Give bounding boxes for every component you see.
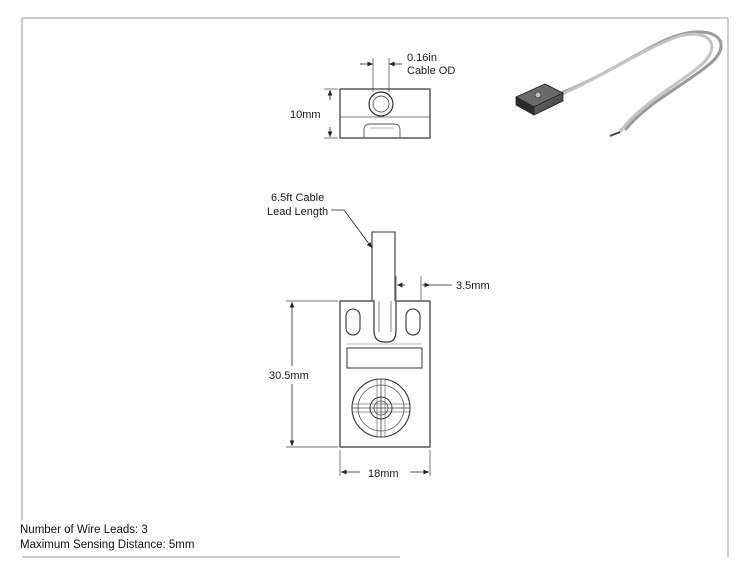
mount-hole-left	[345, 308, 361, 336]
label-window	[346, 347, 423, 369]
sensing-distance-note: Maximum Sensing Distance: 5mm	[20, 539, 195, 551]
sensor-3d-render	[515, 30, 723, 137]
front-view: 6.5ft Cable Lead Length 3.5mm 30.5mm 18m…	[267, 192, 490, 480]
wire-leads-note: Number of Wire Leads: 3	[20, 524, 148, 536]
cable-lead	[371, 231, 396, 301]
cable-lead-label-line2: Lead Length	[267, 206, 328, 218]
sheet-border	[21, 17, 729, 558]
slot-width-label: 3.5mm	[456, 280, 490, 292]
mount-hole-right	[405, 308, 421, 336]
cable-od-label-line1: 0.16in	[407, 52, 437, 64]
cable-lead-leader	[331, 209, 373, 249]
top-height-label: 10mm	[290, 109, 321, 121]
cable-inner-circle	[372, 95, 390, 113]
top-view: 0.16in Cable OD 10mm	[290, 52, 455, 139]
cable-lead-label-line1: 6.5ft Cable	[271, 192, 324, 204]
body-width-label: 18mm	[368, 468, 399, 480]
body-height-label: 30.5mm	[269, 370, 309, 382]
cable-od-label-line2: Cable OD	[407, 65, 455, 77]
